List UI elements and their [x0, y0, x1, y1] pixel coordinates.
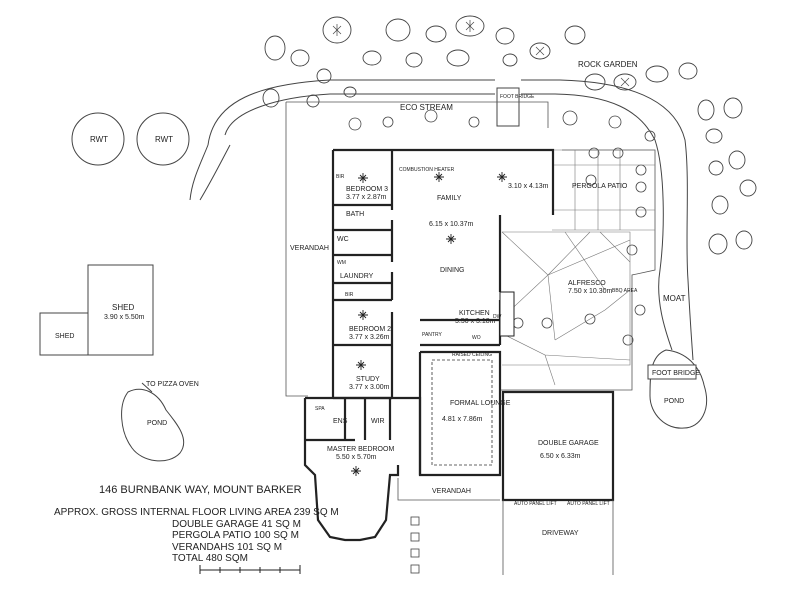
house-walls [303, 148, 615, 542]
family-name: FAMILY [437, 195, 462, 202]
formal-dims: 4.81 x 7.86m [442, 416, 483, 423]
study-name: STUDY [356, 376, 380, 383]
heater-label: COMBUSTION HEATER [399, 167, 455, 173]
living-area: APPROX. GROSS INTERNAL FLOOR LIVING AREA… [54, 507, 339, 518]
kitchen-island [499, 291, 515, 337]
verandah-left-label: VERANDAH [290, 245, 329, 252]
ens-label: ENS [333, 418, 348, 425]
master-dims: 5.50 x 5.70m [336, 454, 377, 461]
foot-bridge-top-label: FOOT BRIDGE [500, 94, 535, 100]
pizza-oven-label: TO PIZZA OVEN [146, 381, 199, 388]
family-ext-dims: 3.10 x 4.13m [508, 183, 549, 190]
kitchen-name: KITCHEN [459, 310, 490, 317]
wc-label: WC [337, 236, 349, 243]
shed-dims: 3.90 x 5.50m [104, 314, 145, 321]
raised-label: RAISED CEILING [452, 352, 492, 358]
raised-ceiling [431, 359, 493, 466]
pergola-area: PERGOLA PATIO 100 SQ M [172, 530, 299, 541]
bir-2-label: BIR [345, 292, 354, 298]
total-area: TOTAL 480 SQM [172, 553, 248, 564]
auto-lift-1: AUTO PANEL LIFT [514, 501, 557, 507]
scale-bar [199, 565, 301, 574]
area-summary: APPROX. GROSS INTERNAL FLOOR LIVING AREA… [54, 507, 339, 565]
verandahs-area: VERANDAHS 101 SQ M [172, 541, 283, 553]
auto-lift-2: AUTO PANEL LIFT [567, 501, 610, 507]
wir-label: WIR [371, 418, 385, 425]
shed-name: SHED [112, 303, 134, 312]
bath-label: BATH [346, 211, 364, 218]
pergola-grid [552, 149, 656, 231]
bedroom3-dims: 3.77 x 2.87m [346, 194, 387, 201]
alfresco-name: ALFRESCO [568, 280, 606, 287]
rwt-label-2: RWT [155, 135, 173, 144]
wm-label: WM [337, 260, 346, 266]
rock-garden [262, 15, 757, 255]
rwt-tank-2 [136, 112, 190, 166]
stepping-stones [410, 516, 420, 574]
shed-large [87, 264, 154, 356]
alfresco-dims: 7.50 x 10.30m [568, 288, 613, 295]
garage-name: DOUBLE GARAGE [538, 440, 599, 447]
alfresco-roof [501, 231, 631, 386]
verandah-bottom [397, 478, 500, 501]
driveway-label: DRIVEWAY [542, 530, 579, 537]
foot-bridge-right-label: FOOT BRIDGE [652, 370, 700, 377]
rwt-label-1: RWT [90, 135, 108, 144]
shed-small-label: SHED [55, 333, 74, 340]
driveway [502, 500, 614, 575]
kitchen-dims: 5.50 x 3.18m [455, 318, 496, 325]
pantry-label: PANTRY [422, 332, 442, 338]
eco-stream-label: ECO STREAM [400, 103, 453, 112]
pond-left-label: POND [147, 420, 167, 427]
pond-right [649, 349, 707, 429]
family-dims: 6.15 x 10.37m [429, 221, 474, 228]
rock-garden-stars [332, 20, 630, 87]
garage-dims: 6.50 x 6.33m [540, 453, 581, 460]
bedroom2-dims: 3.77 x 3.26m [349, 334, 390, 341]
dw-label: DW [493, 314, 502, 320]
foot-bridge-top [496, 87, 520, 127]
trees [348, 109, 656, 346]
ceiling-fans [351, 172, 507, 476]
pond-left [121, 388, 185, 462]
study-dims: 3.77 x 3.00m [349, 384, 390, 391]
wo-label: WO [472, 335, 481, 341]
laundry-label: LAUNDRY [340, 273, 374, 280]
master-name: MASTER BEDROOM [327, 446, 394, 453]
bedroom3-name: BEDROOM 3 [346, 186, 388, 193]
bedroom2-name: BEDROOM 2 [349, 326, 391, 333]
spa-label: SPA [315, 406, 325, 412]
rock-garden-label: ROCK GARDEN [578, 60, 638, 69]
pergola-name: PERGOLA PATIO [572, 183, 628, 190]
moat-label: MOAT [663, 294, 686, 303]
eco-stream [189, 79, 694, 361]
bir-1-label: BIR [336, 174, 345, 180]
pond-right-label: POND [664, 398, 684, 405]
dining-name: DINING [440, 267, 465, 274]
rwt-tank-1 [71, 112, 125, 166]
formal-name: FORMAL LOUNGE [450, 400, 511, 407]
property-address: 146 BURNBANK WAY, MOUNT BARKER [99, 484, 302, 496]
foot-bridge-right [647, 364, 697, 380]
garage-area: DOUBLE GARAGE 41 SQ M [172, 518, 301, 530]
bbq-label: BBQ AREA [612, 288, 638, 294]
shed-small [39, 312, 89, 356]
plan-labels: ROCK GARDEN ECO STREAM FOOT BRIDGE RWT R… [55, 60, 700, 537]
verandah-bottom-label: VERANDAH [432, 488, 471, 495]
pizza-oven-arrow [141, 382, 153, 393]
